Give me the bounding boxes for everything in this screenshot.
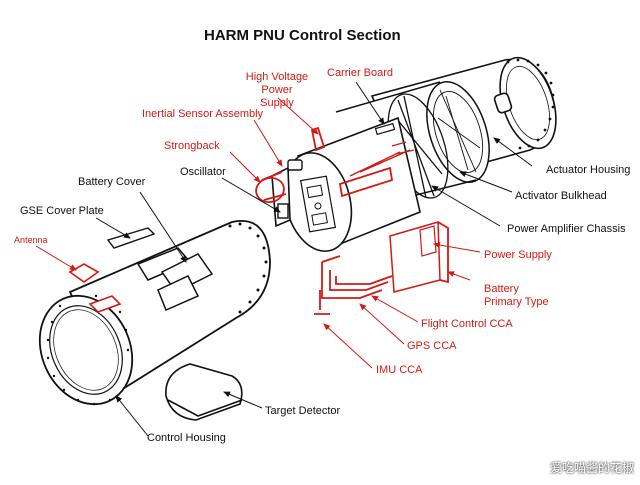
label-strongback: Strongback — [164, 140, 220, 152]
label-high-voltage-power-supply: High Voltage Power Supply — [245, 71, 309, 109]
leader-lines — [35, 81, 533, 437]
flight-control-cca-shape — [338, 166, 394, 198]
antenna-shape — [68, 263, 122, 313]
label-inertial-sensor-assembly: Inertial Sensor Assembly — [142, 108, 264, 120]
watermark: 爱吃喵酱的花椒 — [549, 461, 634, 475]
label-battery-cover: Battery Cover — [78, 176, 146, 188]
label-target-detector: Target Detector — [265, 405, 341, 417]
label-oscillator: Oscillator — [180, 166, 226, 178]
label-flight-control-cca: Flight Control CCA — [421, 318, 513, 330]
control-housing-rivets — [46, 222, 268, 406]
label-antenna: Antenna — [14, 235, 48, 245]
gse-cover-plate-shape — [106, 227, 156, 249]
highlighted-boards — [255, 122, 449, 315]
label-power-amplifier-chassis: Power Amplifier Chassis — [507, 223, 626, 235]
label-activator-bulkhead: Activator Bulkhead — [515, 190, 607, 202]
label-power-supply: Power Supply — [484, 249, 552, 261]
label-gse-cover-plate: GSE Cover Plate — [20, 205, 104, 217]
label-actuator-housing: Actuator Housing — [546, 164, 631, 176]
label-battery-primary-type: Battery Primary Type — [484, 283, 549, 308]
strongback-chassis-shape — [271, 116, 421, 252]
label-carrier-board: Carrier Board — [327, 67, 394, 79]
actuator-housing-rivets — [506, 58, 555, 150]
diagram-title: HARM PNU Control Section — [204, 27, 401, 44]
carrier-board-shape — [374, 122, 396, 136]
label-control-housing: Control Housing — [147, 432, 226, 444]
label-imu-cca: IMU CCA — [376, 364, 423, 376]
battery-primary-type-shape — [389, 221, 441, 293]
label-gps-cca: GPS CCA — [407, 340, 457, 352]
target-detector-shape — [165, 363, 243, 421]
power-supply-shape — [419, 225, 437, 257]
